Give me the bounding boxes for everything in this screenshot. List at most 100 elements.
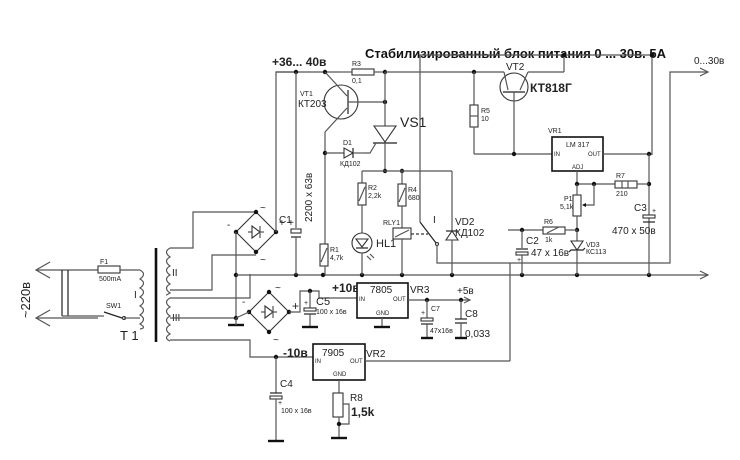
r5-value: 10 (481, 116, 489, 123)
resistor-r4: R4 680 (397, 171, 420, 228)
r4-value: 680 (408, 195, 420, 202)
d1-ref: D1 (343, 140, 352, 147)
c3-value: 470 x 50в (612, 226, 656, 237)
rly1-ref: RLY1 (383, 220, 400, 227)
thyristor-vs1: VS1 (364, 114, 427, 171)
hl1-ref: HL1 (376, 238, 396, 250)
diode-vd2: VD2 КД102 (444, 171, 485, 275)
mains-input: ~220в (18, 261, 100, 327)
p1-value: 5,1k (560, 204, 574, 211)
c2-plus: + (517, 257, 521, 264)
capacitor-c7: + C7 47x16в (420, 300, 453, 340)
c4-value: 100 x 16в (281, 408, 312, 415)
c1-ref: C1 (279, 215, 292, 226)
c8-ref: C8 (465, 309, 478, 320)
capacitor-c2: + C2 47 x 16в (515, 230, 569, 275)
diode-d1: D1 КД102 (325, 140, 364, 168)
r5-ref: R5 (481, 108, 490, 115)
vr2-pin-in: IN (315, 359, 321, 365)
bridge-upper: ~ ~ - + (227, 203, 285, 266)
c5-value: 100 x 16в (316, 309, 347, 316)
r3-ref: R3 (352, 61, 361, 68)
vr3-pin-in: IN (359, 297, 365, 303)
vr1-pin-adj: ADJ (572, 165, 583, 171)
c2-value: 47 x 16в (531, 248, 569, 259)
vr2-pin-out: OUT (350, 359, 363, 365)
c3-plus: + (652, 208, 656, 215)
vt2-ref: VT2 (506, 62, 525, 73)
vs1-ref: VS1 (400, 114, 427, 130)
vr1-pin-in: IN (554, 152, 560, 158)
bridge-lower-ac1: ~ (275, 283, 281, 294)
rail-minus10-label: -10в (283, 346, 308, 360)
bridge-upper-ac2: ~ (260, 255, 266, 266)
c2-ref: C2 (526, 236, 539, 247)
vd3-ref: VD3 (586, 242, 600, 249)
transformer-t1: I II III T 1 (120, 247, 180, 343)
vt2-value: КТ818Г (530, 81, 572, 95)
switch-ref: SW1 (106, 303, 121, 310)
potentiometer-p1[interactable]: P1 5,1k (560, 184, 595, 230)
resistor-r6: R6 1k (508, 219, 577, 244)
c8-value: 0,033 (465, 329, 490, 340)
switch-sw1[interactable]: SW1 (100, 303, 140, 321)
c1-value: 2200 x 63в (304, 173, 315, 222)
c1-plus: + (288, 218, 294, 229)
vr1-pin-out: OUT (588, 152, 601, 158)
transformer-label: T 1 (120, 328, 139, 343)
regulator-vr2: 7905 IN OUT GND VR2 (312, 343, 386, 381)
resistor-r5: R5 10 (469, 72, 490, 154)
r8-ref: R8 (350, 393, 363, 404)
rail-output-label: 0...30в (694, 56, 724, 67)
r1-ref: R1 (330, 247, 339, 254)
c5-ref: C5 (316, 296, 330, 308)
bridge-upper-plus: + (279, 218, 285, 229)
regulator-vr1: LM 317 IN OUT ADJ VR1 (548, 128, 604, 172)
d1-value: КД102 (340, 161, 361, 168)
vr1-part: LM 317 (566, 142, 589, 149)
r1-value: 4,7k (330, 255, 344, 262)
schematic-title: Стабилизированный блок питания 0 ... 30в… (365, 46, 667, 61)
r3-value: 0,1 (352, 78, 362, 85)
relay-contact-label: I (433, 215, 436, 226)
resistor-r3: R3 0,1 (351, 61, 385, 85)
rail-plus10-label: +10в (332, 281, 360, 295)
vr3-part: 7805 (370, 285, 393, 296)
resistor-r1: R1 4,7k (319, 243, 344, 275)
vr3-ref: VR3 (410, 285, 430, 296)
r8-value: 1,5k (351, 405, 375, 419)
bridge-lower-plus: + (292, 299, 299, 313)
c4-ref: C4 (280, 379, 293, 390)
resistor-r7: R7 210 (614, 173, 649, 198)
bridge-upper-minus: - (227, 220, 230, 231)
vt1-value: КТ203 (298, 99, 327, 110)
fuse-f1: F1 500mA (97, 259, 140, 283)
winding-ii: II (172, 268, 178, 279)
resistor-r8: R8 1,5k (331, 380, 375, 440)
c7-value: 47x16в (430, 328, 453, 335)
r4-ref: R4 (408, 187, 417, 194)
p1-ref: P1 (564, 196, 573, 203)
rail-plus5-label: +5в (457, 286, 474, 297)
vr1-ref: VR1 (548, 128, 562, 135)
vd2-ref: VD2 (455, 217, 475, 228)
rail-main-label: +36... 40в (272, 55, 326, 69)
r6-value: 1k (545, 237, 553, 244)
capacitor-c1: + C1 2200 x 63в (279, 72, 315, 275)
vr3-pin-gnd: GND (376, 311, 390, 317)
c4-plus: + (278, 400, 282, 407)
r7-ref: R7 (616, 173, 625, 180)
capacitor-c5: + C5 100 x 16в (302, 291, 347, 329)
r7-value: 210 (616, 191, 628, 198)
transistor-vt2: VT2 КТ818Г (499, 62, 572, 154)
transistor-vt1: VT1 КТ203 (298, 71, 385, 133)
resistor-r2: R2 2,2k (357, 182, 382, 233)
ground-bus-junctions (293, 272, 652, 278)
c7-plus: + (421, 310, 425, 317)
vr2-ref: VR2 (366, 349, 386, 360)
r2-value: 2,2k (368, 193, 382, 200)
c7-ref: C7 (431, 306, 440, 313)
capacitor-c4: + C4 100 x 16в (268, 357, 312, 443)
